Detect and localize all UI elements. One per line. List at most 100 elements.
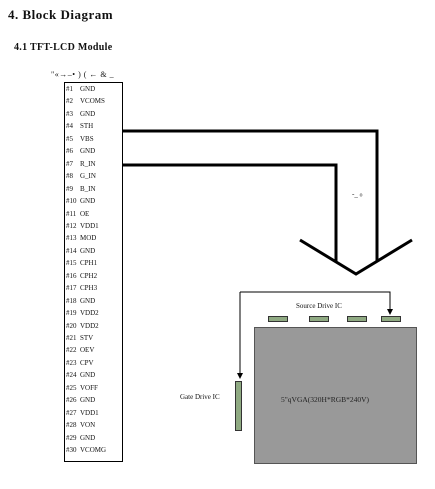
pin-row: #1 GND [66,85,95,93]
pin-number: #2 [66,97,73,106]
pin-name: CPV [80,358,94,367]
pin-row: #5 VBS [66,135,94,143]
pin-number: #26 [66,396,77,405]
pin-number: #10 [66,197,77,206]
pin-name: VON [80,421,96,430]
source-arrow-icon [387,309,393,315]
pin-name: GND [80,371,96,380]
pin-name: GND [80,433,96,442]
pin-name: STV [80,334,94,342]
pin-number: #27 [66,408,77,417]
pin-row: #9 B_IN [66,185,96,193]
pin-number: #30 [66,446,77,455]
pin-number: #22 [66,346,77,355]
pin-name: VDD2 [80,321,99,330]
pin-number: #21 [66,334,77,342]
pin-name: VDD1 [80,408,99,417]
down-arrow-icon [299,238,413,276]
pin-name: STH [80,122,94,131]
pin-number: #17 [66,284,77,293]
pin-number: #7 [66,159,73,168]
pin-row: #3 GND [66,110,95,118]
pin-name: B_IN [80,184,96,193]
source-drive-ic-3 [347,316,367,322]
pin-number: #8 [66,172,73,181]
subsection-heading: 4.1 TFT-LCD Module [14,42,113,53]
pin-number: #1 [66,85,73,93]
pin-name: GND [80,109,96,118]
pin-number: #16 [66,271,77,280]
pin-name: G_IN [80,172,96,181]
pin-name: VCOMS [80,97,105,106]
connector-pin-box [64,82,123,462]
pin-name: CPH2 [80,271,98,280]
pin-number: #13 [66,234,77,243]
pin-name: CPH3 [80,284,98,293]
pin-row: #7 R_IN [66,160,96,168]
source-drive-ic-1 [268,316,288,322]
lcd-panel [254,327,417,464]
pin-number: #28 [66,421,77,430]
pin-number: #9 [66,184,73,193]
pin-number: #5 [66,134,73,143]
arrow-label: ˜– ⁰ [352,193,363,201]
pin-name: GND [80,296,96,305]
gate-arrow-icon [237,373,243,379]
pin-number: #14 [66,246,77,255]
pin-number: #19 [66,309,77,318]
pin-number: #18 [66,296,77,305]
pin-name: OEV [80,346,95,355]
gate-drive-label: Gate Drive IC [180,393,220,401]
pin-number: #23 [66,358,77,367]
lcd-panel-label: 5"qVGA(320H*RGB*240V) [281,395,370,404]
source-drive-label: Source Drive IC [296,302,342,310]
pin-name: VDD1 [80,221,99,230]
pin-name: MOD [80,234,97,243]
pin-number: #6 [66,147,73,156]
pin-name: OE [80,209,90,218]
pin-name: VBS [80,134,94,143]
pin-name: GND [80,197,96,206]
signal-line-lower [123,163,338,262]
pin-name: GND [80,246,96,255]
pin-number: #20 [66,321,77,330]
gate-drive-ic [235,381,242,431]
pin-name: CPH1 [80,259,98,268]
pin-name: R_IN [80,159,96,168]
pin-number: #25 [66,383,77,392]
section-heading: 4. Block Diagram [8,7,114,22]
pin-name: VCOMG [80,446,107,455]
source-drive-ic-4 [381,316,401,322]
pin-name: GND [80,85,96,93]
pin-number: #24 [66,371,77,380]
source-drive-line [240,291,391,314]
pin-name: VOFF [80,383,98,392]
pin-number: #3 [66,109,73,118]
pin-number: #29 [66,433,77,442]
pin-number: #12 [66,221,77,230]
connector-label: "«→–• ) ( ← & _ [51,70,115,79]
